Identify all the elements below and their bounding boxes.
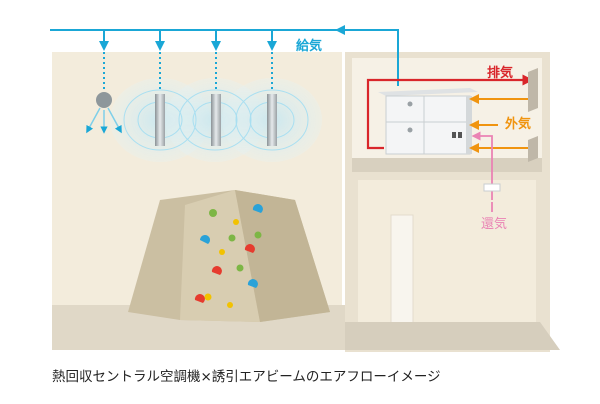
air-beam-icon xyxy=(211,94,221,146)
lower-room xyxy=(358,180,536,326)
climbing-wall xyxy=(128,190,330,322)
climbing-holds xyxy=(194,204,263,308)
outside-air-flow xyxy=(469,94,528,153)
machine-room-floor xyxy=(352,158,542,172)
exhaust-flow xyxy=(366,74,534,150)
diagram-caption: 熱回収セントラル空調機×誘引エアビームのエアフローイメージ xyxy=(52,369,441,385)
supply-air-label: 給気 xyxy=(296,39,323,54)
air-beam-icon xyxy=(267,94,277,146)
column xyxy=(390,214,414,326)
wall-vents xyxy=(528,68,538,162)
exhaust-air-label: 排気 xyxy=(487,66,514,81)
outside-air-label: 外気 xyxy=(505,117,532,132)
air-beam-icon xyxy=(155,94,165,146)
lower-floor xyxy=(345,322,560,350)
return-air-flow xyxy=(471,131,493,212)
ahu-unit-icon xyxy=(378,88,478,155)
supply-duct xyxy=(50,25,399,86)
diffuser-icon xyxy=(86,92,122,134)
return-grille-icon xyxy=(483,183,501,192)
return-air-label: 還気 xyxy=(481,217,508,232)
